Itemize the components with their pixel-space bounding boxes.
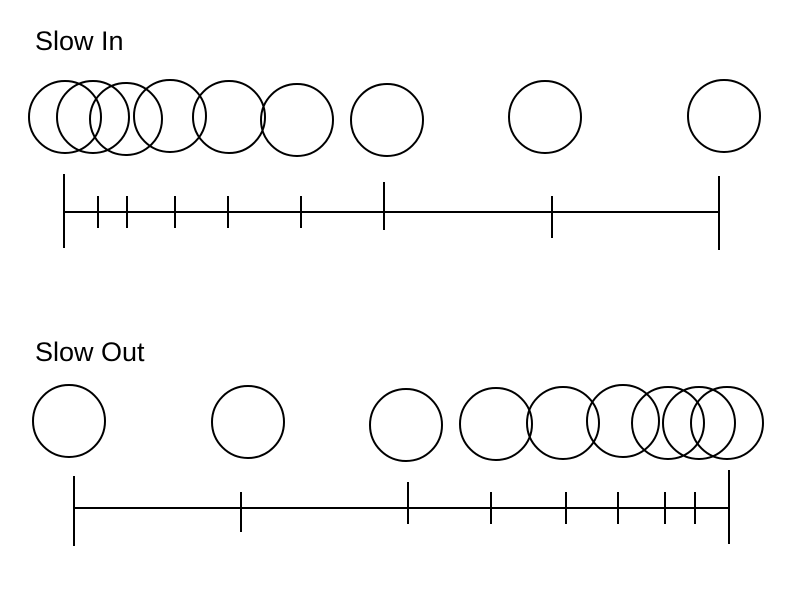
slow-out-ball-4 (459, 387, 533, 461)
slow-in-ball-2 (56, 80, 130, 154)
slow-out-ball-6 (586, 384, 660, 458)
slow-out-ball-5 (526, 386, 600, 460)
slow-out-ball-2 (211, 385, 285, 459)
slow-out-ball-3 (369, 388, 443, 462)
slow-out-ball-9 (690, 386, 764, 460)
slow-in-ball-1 (28, 80, 102, 154)
slow-out-ball-1 (32, 384, 106, 458)
slow-in-ball-7 (350, 83, 424, 157)
slow-in-title: Slow In (35, 26, 124, 56)
slow-out-title: Slow Out (35, 337, 145, 367)
slow-out-ball-7 (631, 386, 705, 460)
slow-in-ball-8 (508, 80, 582, 154)
slow-out-ball-8 (662, 386, 736, 460)
slow-in-ball-9 (687, 79, 761, 153)
slow-in-ball-6 (260, 83, 334, 157)
slow-in-ball-5 (192, 80, 266, 154)
slow-in-ball-3 (89, 82, 163, 156)
slow-in-ball-4 (133, 79, 207, 153)
